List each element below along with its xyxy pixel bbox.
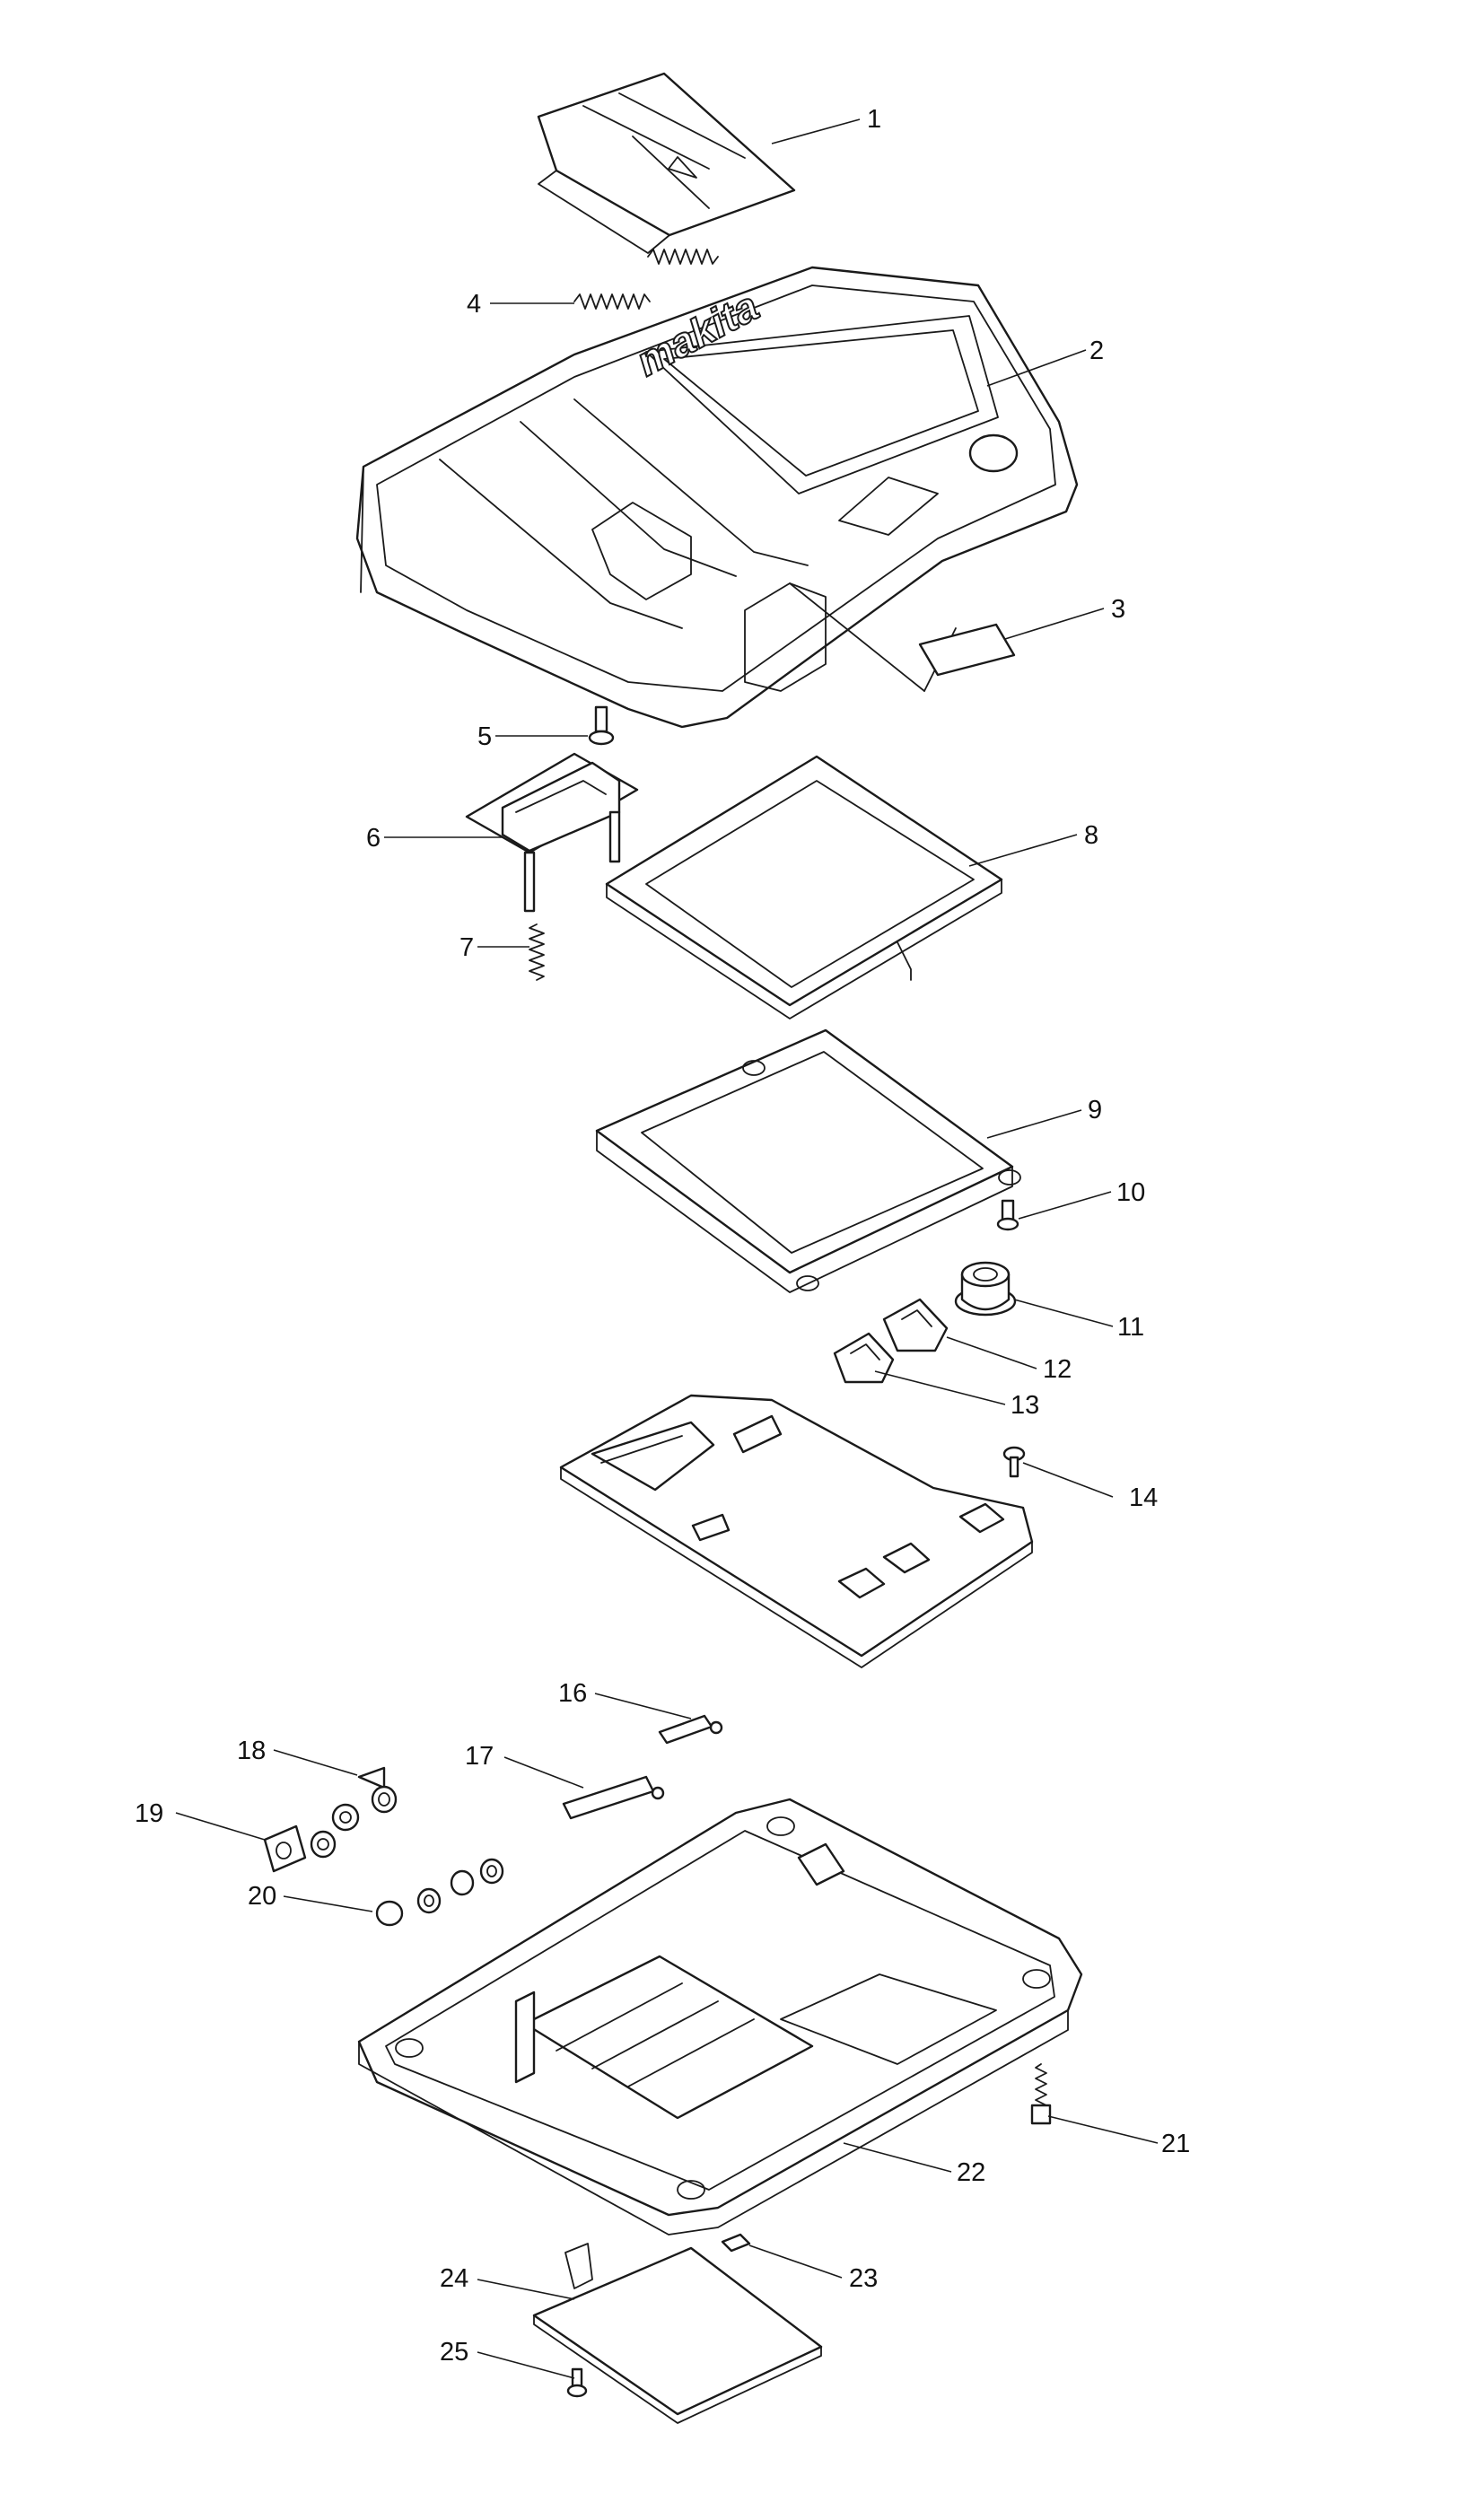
callout-3: 3 — [1111, 595, 1125, 624]
callout-4: 4 — [467, 290, 481, 319]
part-14-pcb — [559, 1394, 1034, 1668]
part-24-battery-cover — [532, 2243, 823, 2424]
callout-23: 23 — [849, 2264, 878, 2293]
callout-24: 24 — [440, 2264, 468, 2293]
part-13-button — [833, 1332, 895, 1384]
callout-10: 10 — [1116, 1178, 1145, 1207]
callout-numbers: 1 2 3 4 5 6 7 8 9 10 11 12 13 14 16 17 1… — [135, 105, 1190, 2367]
part-10-screw — [996, 1199, 1019, 1231]
part-20-contacts — [375, 1858, 504, 1927]
callout-2: 2 — [1089, 337, 1104, 365]
callout-22: 22 — [957, 2158, 985, 2187]
callout-11: 11 — [1117, 1313, 1144, 1342]
leader-lines — [175, 118, 1159, 2379]
callout-12: 12 — [1043, 1355, 1072, 1384]
callout-14: 14 — [1129, 1483, 1158, 1512]
part-1-slide-cover — [537, 72, 796, 254]
part-18-contacts — [331, 1766, 398, 1832]
part-19-contacts — [263, 1824, 337, 1873]
part-25-screw — [566, 2367, 588, 2398]
part-22-bottom-housing — [357, 1798, 1083, 2236]
part-12-button — [882, 1298, 949, 1352]
part-9-frame — [595, 1028, 1021, 1293]
callout-20: 20 — [248, 1882, 276, 1911]
callout-19: 19 — [135, 1799, 163, 1828]
part-21-screw — [1030, 2063, 1052, 2125]
part-16-clip — [658, 1714, 723, 1745]
callout-16: 16 — [558, 1679, 587, 1708]
callout-13: 13 — [1011, 1391, 1039, 1420]
callout-6: 6 — [366, 824, 381, 853]
part-5-screw — [588, 705, 615, 746]
callout-8: 8 — [1084, 821, 1098, 850]
callout-18: 18 — [237, 1737, 266, 1765]
part-17-clip — [562, 1775, 665, 1820]
callout-1: 1 — [867, 105, 881, 134]
part-14-screw — [1002, 1446, 1026, 1478]
part-3-label — [918, 623, 1016, 677]
callout-25: 25 — [440, 2338, 468, 2367]
callout-9: 9 — [1088, 1096, 1102, 1124]
callout-17: 17 — [465, 1742, 494, 1771]
callout-21: 21 — [1161, 2130, 1190, 2158]
part-7-spring — [529, 923, 545, 981]
part-4-springs — [573, 249, 719, 310]
part-6-switch-holder — [465, 752, 639, 913]
callout-7: 7 — [459, 933, 474, 962]
part-11-knob — [954, 1261, 1017, 1317]
part-8-lcd-panel — [605, 755, 1003, 1019]
callout-5: 5 — [477, 722, 492, 751]
part-23-pad — [721, 2233, 751, 2253]
